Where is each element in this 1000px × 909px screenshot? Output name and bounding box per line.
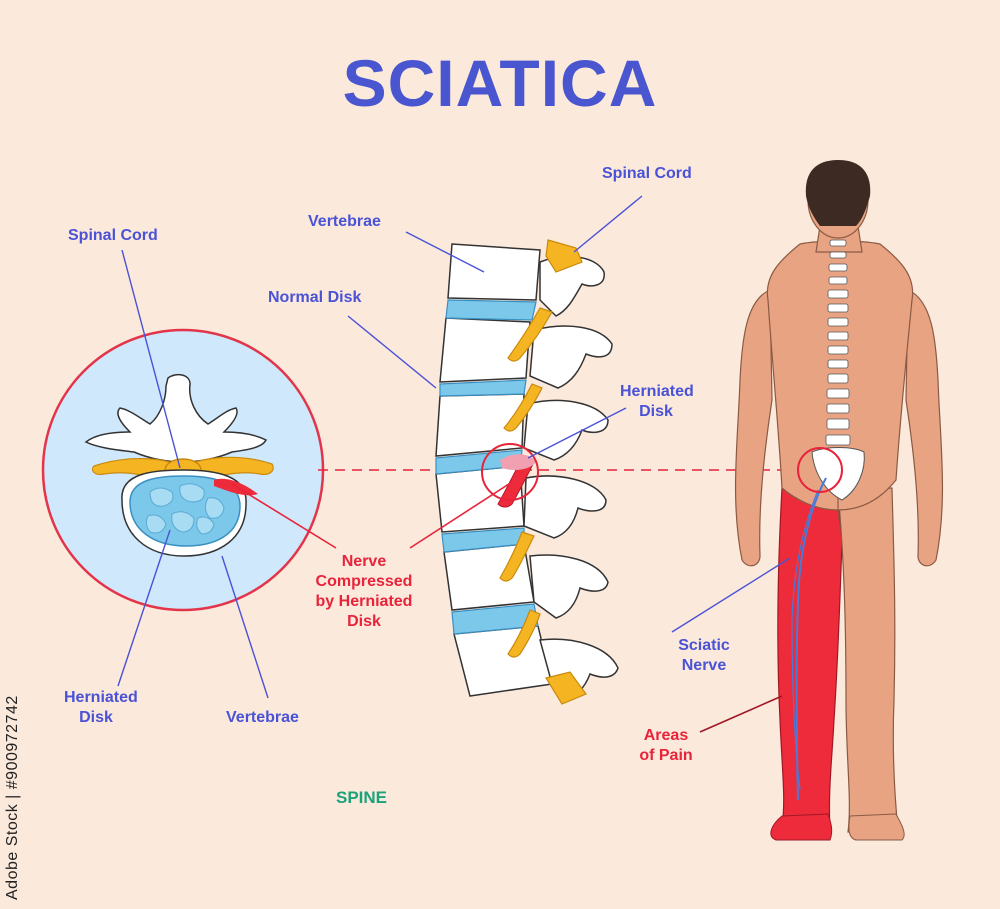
spine-illustration: [435, 239, 619, 705]
label-nerve-line2: Compressed: [315, 573, 413, 590]
label-cs-herniated-disk: Herniated Disk: [64, 688, 138, 728]
label-pain-line2: of Pain: [639, 747, 693, 764]
leader-lines: [117, 195, 791, 733]
label-nerve-line1: Nerve: [341, 553, 387, 570]
label-spine-herniated-line2: Disk: [639, 403, 673, 420]
label-cs-herniated-line2: Disk: [79, 709, 113, 726]
label-cs-herniated-line1: Herniated: [64, 689, 138, 706]
label-cs-vertebrae: Vertebrae: [226, 709, 299, 726]
label-nerve-line4: Disk: [347, 613, 381, 630]
page-title: SCIATICA: [342, 46, 658, 120]
label-sciatic-nerve: Sciatic Nerve: [672, 636, 736, 676]
label-nerve-compressed: Nerve Compressed by Herniated Disk: [304, 552, 424, 632]
label-nerve-line3: by Herniated: [315, 593, 413, 610]
human-body: [734, 160, 944, 841]
stock-watermark-id: Adobe Stock | #900972742: [4, 695, 21, 900]
cross-section: [41, 328, 325, 612]
label-spine-herniated-disk: Herniated Disk: [620, 382, 694, 422]
label-spine-normal-disk: Normal Disk: [268, 289, 362, 306]
label-cs-spinal-cord: Spinal Cord: [68, 227, 158, 244]
label-pain-line1: Areas: [643, 727, 689, 744]
label-sciatic-line1: Sciatic: [678, 637, 730, 654]
label-spine-vertebrae: Vertebrae: [308, 213, 381, 230]
label-sciatic-line2: Nerve: [681, 657, 727, 674]
label-spine-spinal-cord: Spinal Cord: [602, 165, 692, 182]
label-areas-of-pain: Areas of Pain: [630, 726, 702, 766]
label-spine-herniated-line1: Herniated: [620, 383, 694, 400]
spine-caption: SPINE: [336, 788, 388, 807]
